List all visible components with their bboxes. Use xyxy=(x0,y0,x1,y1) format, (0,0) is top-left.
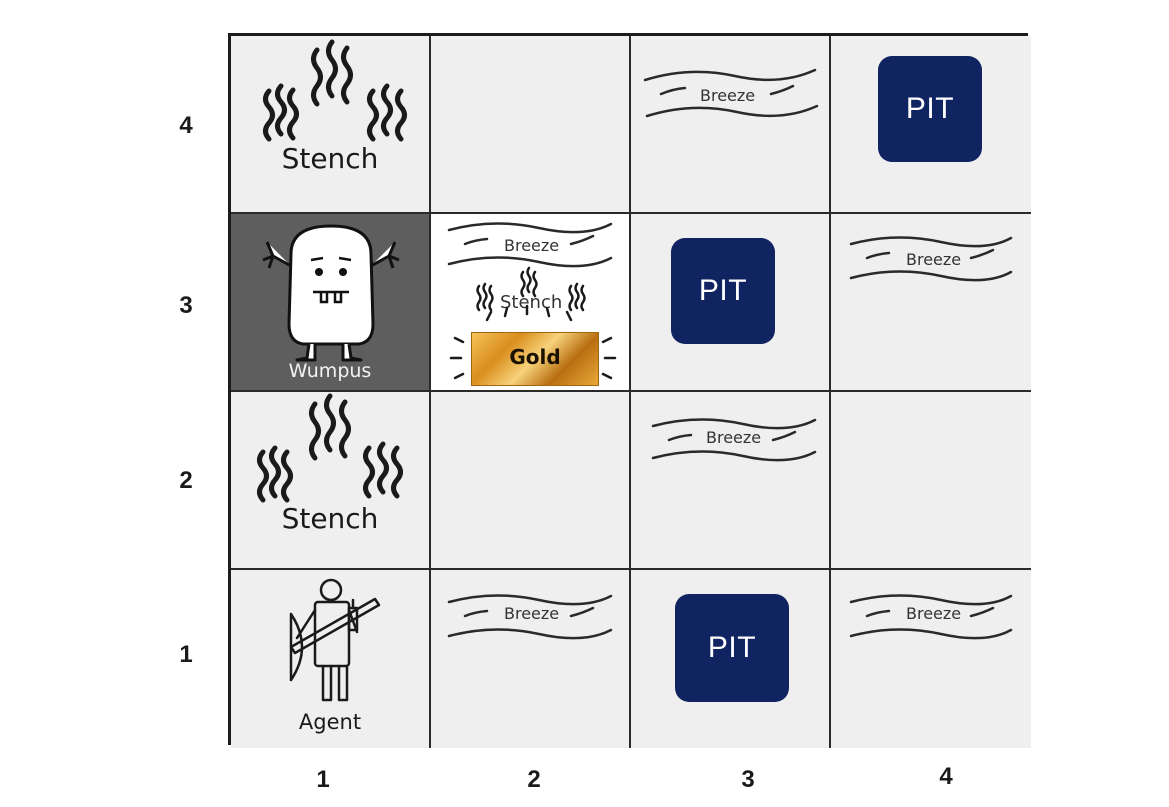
breeze-label: Breeze xyxy=(700,86,756,105)
col-label-1: 1 xyxy=(316,766,330,793)
stench-label: Stench xyxy=(281,502,379,535)
breeze-label: Breeze xyxy=(504,604,560,623)
cell-3-2: Breeze xyxy=(631,392,831,570)
col-label-3: 3 xyxy=(741,766,755,793)
breeze-icon xyxy=(651,418,817,462)
pit-icon: PIT xyxy=(878,56,982,162)
wumpus-label: Wumpus xyxy=(288,360,372,382)
pit-icon: PIT xyxy=(675,594,789,702)
breeze-label: Breeze xyxy=(906,250,962,269)
cell-1-2: Stench xyxy=(231,392,431,570)
stench-icon xyxy=(476,266,586,312)
cell-3-3: PIT xyxy=(631,214,831,392)
breeze-label: Breeze xyxy=(706,428,762,447)
col-label-2: 2 xyxy=(527,766,541,793)
cell-4-3: Breeze xyxy=(831,214,1031,392)
breeze-label: Breeze xyxy=(504,236,560,255)
row-label-2: 2 xyxy=(179,467,193,494)
breeze-label: Breeze xyxy=(906,604,962,623)
cell-4-1: Breeze xyxy=(831,570,1031,748)
gold-label: Gold xyxy=(509,345,561,369)
stench-label: Stench xyxy=(281,142,379,175)
cell-1-1: Agent xyxy=(231,570,431,748)
gold-icon xyxy=(449,304,617,380)
cell-2-4 xyxy=(431,36,631,214)
cell-3-1: PIT xyxy=(631,570,831,748)
row-label-1: 1 xyxy=(179,641,193,668)
cell-4-2 xyxy=(831,392,1031,570)
agent-label: Agent xyxy=(298,710,362,734)
cell-1-3: Wumpus xyxy=(231,214,431,392)
cell-4-4: PIT xyxy=(831,36,1031,214)
breeze-icon xyxy=(447,222,613,268)
cell-2-1: Breeze xyxy=(431,570,631,748)
cell-1-4: Stench xyxy=(231,36,431,214)
breeze-icon xyxy=(643,68,819,118)
col-label-4: 4 xyxy=(939,763,953,790)
pit-icon: PIT xyxy=(671,238,775,344)
cell-3-4: Breeze xyxy=(631,36,831,214)
cell-2-2 xyxy=(431,392,631,570)
stench-icon xyxy=(263,39,407,142)
breeze-icon xyxy=(447,594,613,640)
gold-bar: Gold xyxy=(471,332,599,386)
row-label-4: 4 xyxy=(179,112,193,139)
agent-icon xyxy=(289,578,381,702)
cell-2-3: Breeze Stench Gold xyxy=(431,214,631,392)
wumpus-icon xyxy=(262,224,400,362)
breeze-icon xyxy=(849,594,1013,640)
row-label-3: 3 xyxy=(179,292,193,319)
breeze-icon xyxy=(849,236,1013,282)
wumpus-world-grid: Stench Breeze PIT xyxy=(228,33,1031,748)
stench-icon xyxy=(257,393,403,503)
